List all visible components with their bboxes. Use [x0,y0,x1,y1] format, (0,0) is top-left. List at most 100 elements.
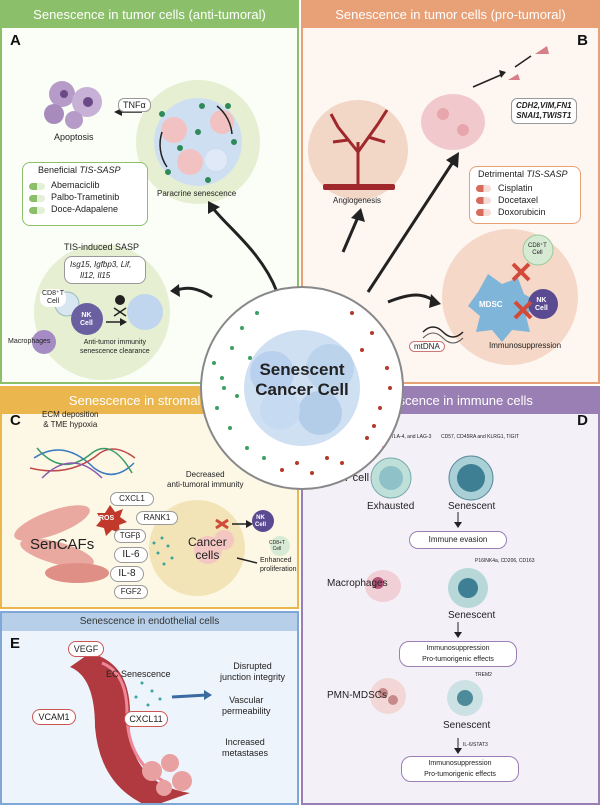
beneficial-label: Beneficial [38,165,78,175]
factor-rank1: RANK1 [136,511,178,525]
tnf-label: TNFα [118,98,151,112]
macrophages-label: Macrophages [327,578,388,589]
tis-title: TIS-induced SASP [64,242,140,252]
tis-genes-box: Isg15, Igfbp3, Lif, Il12, Il15 [64,256,146,284]
dna-icon [422,326,464,338]
tis-sasp-label: TIS-SASP [79,165,121,175]
cxcl11-label: CXCL11 [124,711,168,727]
pmn-senescent-label: Senescent [443,720,491,731]
vcam-label: VCAM1 [32,709,76,725]
drug-name: Docetaxel [498,195,539,205]
nk-cell-icon [71,303,103,335]
nk-cell-icon [528,289,558,319]
pill-icon [29,207,45,214]
detrimental-sasp-box: Detrimental TIS-SASP Cisplatin Docetaxel… [469,166,581,224]
panel-a: Senescence in tumor cells (anti-tumoral)… [0,0,299,384]
panel-b-header: Senescence in tumor cells (pro-tumoral) [303,2,598,28]
center-art [212,311,392,475]
drug-name: Doce-Adapalene [51,204,119,214]
panel-e-letter: E [10,635,21,652]
beneficial-sasp-box: Beneficial TIS-SASP Abemaciclib Palbo-Tr… [22,162,148,226]
ros-burst-icon [96,505,127,536]
drug-name: Palbo-Trametinib [51,192,120,202]
tumor-cluster-icon [421,94,485,150]
paracrine-label: Paracrine senescence [157,189,237,198]
tis-genes-line: Il12, Il15 [80,271,111,280]
sencafs-label: SenCAFs [30,536,95,553]
tis-genes-line: Isg15, Igfbp3, Lif, [70,260,132,269]
panel-a-header: Senescence in tumor cells (anti-tumoral) [2,2,297,28]
blood-vessel-icon [70,653,190,803]
ecm-label: ECM deposition& TME hypoxia [42,410,99,429]
panel-b-letter: B [577,32,588,49]
factor-il6: IL-6 [114,547,148,563]
panel-e: Senescence in endothelial cells E VEGF V… [0,611,299,805]
mdsc-label: MDSC [479,300,503,309]
mtdna-label: mtDNA [409,341,445,352]
pill-icon [476,197,491,204]
ec-senescence-label: EC Senescence [106,669,171,679]
apoptosis-label: Apoptosis [54,132,94,142]
panel-e-header: Senescence in endothelial cells [2,613,297,631]
pill-icon [476,185,491,192]
nk-cell-icon [252,510,274,532]
drug-name: Cisplatin [498,183,533,193]
factor-tgfb: TGFβ [114,529,146,543]
factor-fgf2: FGF2 [114,585,148,599]
macrophages-label: Macrophages [8,338,51,345]
macro-markers: P16INK4a, CD206, CD163 [475,558,535,564]
pmn-mdsc-icon [370,678,406,714]
apoptotic-cells-icon [44,81,102,129]
drug-name: Abemaciclib [51,180,100,190]
blood-vessel-icon [329,109,389,184]
tcell-markers-senescent: CD57, CD45RA and KLRG1, TIGIT [441,434,519,440]
detrimental-label: Detrimental [478,169,525,179]
tcell-senescent-label: Senescent [448,501,496,512]
exhausted-label: Exhausted [367,501,415,512]
il6-stat3-label: IL-6/STAT3 [463,742,488,748]
pill-icon [29,195,45,202]
vegf-label: VEGF [68,641,104,657]
panel-d-art [365,455,494,754]
ros-label: ROS [99,515,115,522]
factor-il8: IL-8 [110,566,144,582]
pill-icon [476,209,491,216]
panel-d-letter: D [577,412,588,429]
pill-icon [29,183,45,190]
skull-icon [113,295,127,317]
panel-c-letter: C [10,412,21,429]
pmn-label: PMN-MDSCs [327,690,387,701]
panel-e-art [70,653,212,803]
angiogenesis-label: Angiogenesis [333,196,382,205]
drug-name: Doxorubicin [498,207,546,217]
immunosuppression-label: Immunosuppression [489,341,562,350]
tcell-markers-exhausted: PD-1, CTLA-4, and LAG-3 [373,434,432,440]
trem2-label: TREM2 [475,672,492,678]
tis-sasp-label: TIS-SASP [526,169,568,179]
panel-b-art [308,46,578,365]
macro-senescent-label: Senescent [448,610,496,621]
immune-evasion-box: Immune evasion [409,531,507,549]
panel-b: Senescence in tumor cells (pro-tumoral) … [301,0,600,384]
mdsc-cell-icon [468,274,538,342]
ecm-fibers-icon [29,447,136,479]
factor-cxcl1: CXCL1 [110,492,154,506]
